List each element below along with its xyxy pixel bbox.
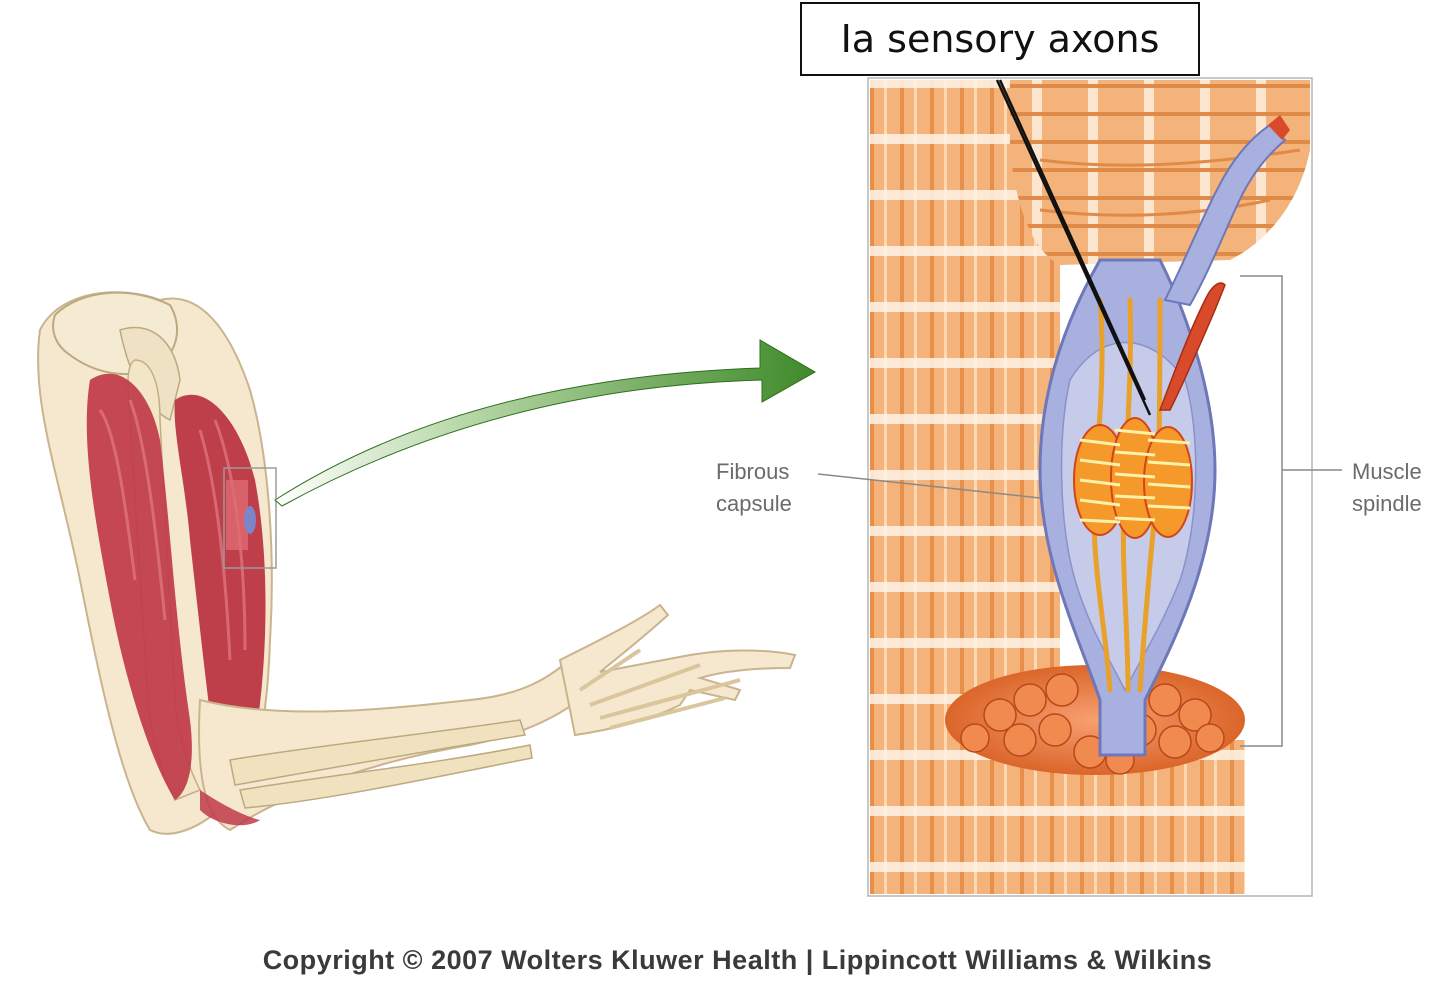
muscle-spindle-label-line1: Muscle xyxy=(1352,459,1422,484)
copyright-footer: Copyright © 2007 Wolters Kluwer Health |… xyxy=(262,945,1213,975)
callout-pointer-1 xyxy=(995,79,1152,416)
muscle-spindle-bracket xyxy=(1240,275,1283,747)
muscle-spindle-label: Muscle spindle xyxy=(1352,456,1440,520)
spindle-illustration xyxy=(817,77,1342,897)
fibrous-capsule-label-line1: Fibrous xyxy=(716,459,790,484)
fibrous-capsule-label: Fibrous capsule xyxy=(716,456,792,520)
muscle-spindle-label-line2: spindle xyxy=(1352,491,1422,516)
fibrous-capsule-leader xyxy=(817,473,1041,499)
connector-arrow xyxy=(274,339,817,507)
ia-axon xyxy=(1158,282,1226,411)
fibrous-capsule-label-line2: capsule xyxy=(716,491,792,516)
callout-pointer-2 xyxy=(998,79,1147,401)
ia-sensory-axons-callout: Ia sensory axons xyxy=(800,2,1200,76)
callout-text: Ia sensory axons xyxy=(840,17,1160,61)
zoom-box xyxy=(223,467,277,569)
arm-illustration xyxy=(37,291,797,835)
